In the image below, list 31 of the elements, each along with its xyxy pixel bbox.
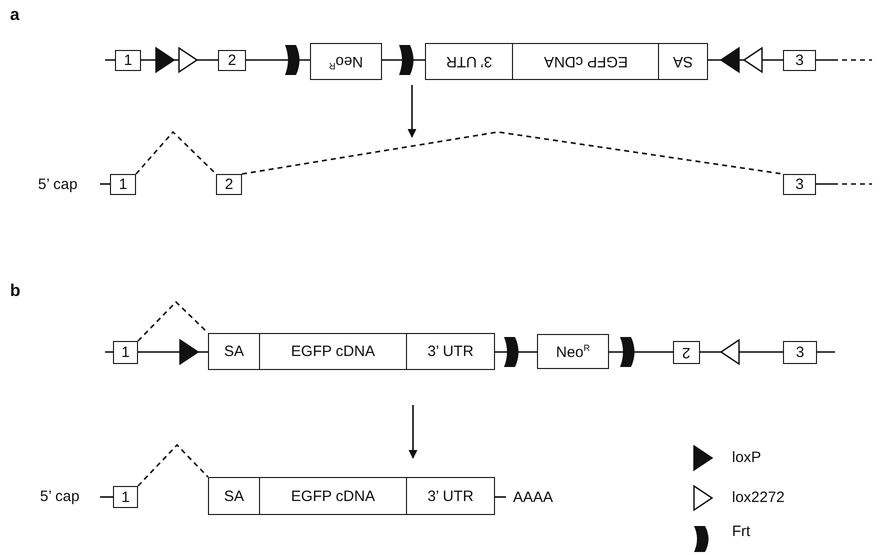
cassette-segment: EGFP cDNA (259, 477, 407, 515)
cap-label: 5’ cap (40, 489, 80, 504)
cassette-segment: SA (208, 333, 260, 370)
cassette-segment: 3’ UTR (406, 477, 495, 515)
exon-box: 2 (218, 50, 246, 71)
cap-label: 5’ cap (38, 177, 78, 192)
exon-box: 1 (115, 50, 141, 71)
panel-letter: b (10, 282, 20, 299)
exon-box: 2 (673, 341, 700, 364)
splice-line (242, 131, 784, 175)
cassette-segment: EGFP cDNA (512, 43, 659, 80)
exon-box: 1 (110, 174, 136, 195)
exon-box: 3 (783, 174, 816, 195)
panel-letter: a (10, 6, 20, 23)
cassette-segment: EGFP cDNA (259, 333, 407, 370)
exon-box: 3 (783, 341, 817, 364)
legend-label: Frt (732, 524, 750, 539)
cassette-segment: Neo$^{R}$ (537, 334, 609, 369)
exon-box: 3 (783, 50, 816, 71)
exon-box: 2 (216, 174, 242, 195)
polya-label: AAAA (513, 490, 554, 505)
cassette-segment: 3’ UTR (425, 43, 513, 80)
exon-box: 1 (113, 341, 138, 364)
exon-box: 1 (113, 486, 138, 508)
cassette-segment: SA (658, 43, 708, 80)
cassette-segment: SA (208, 477, 260, 515)
splice-line (135, 130, 217, 175)
legend-label: lox2272 (732, 490, 785, 505)
splice-line (137, 444, 209, 487)
legend-label: loxP (732, 450, 762, 465)
cassette-segment: 3’ UTR (406, 333, 495, 370)
